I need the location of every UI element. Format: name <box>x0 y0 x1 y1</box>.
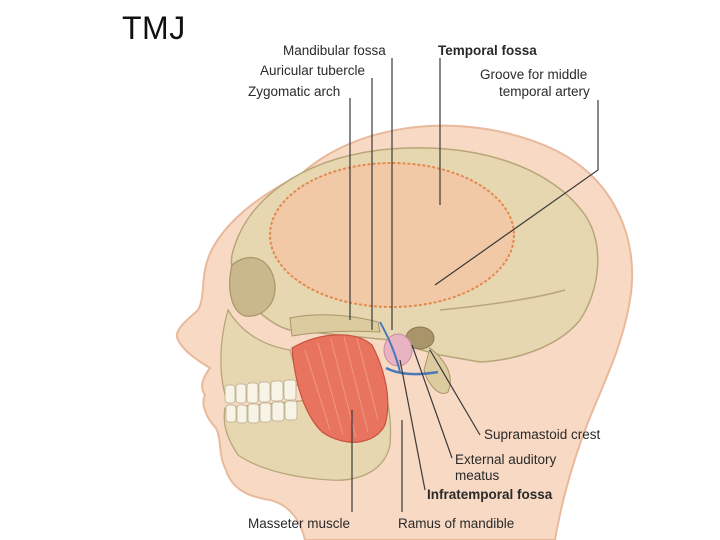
label-masseter-muscle: Masseter muscle <box>248 516 350 531</box>
label-groove-line1: Groove for middle <box>480 67 587 82</box>
orbit <box>230 258 275 317</box>
label-auricular-tubercle: Auricular tubercle <box>260 63 365 78</box>
label-ramus-of-mandible: Ramus of mandible <box>398 516 514 531</box>
label-eam-line1: External auditory <box>455 452 557 467</box>
label-zygomatic-arch: Zygomatic arch <box>248 84 340 99</box>
label-infratemporal-fossa: Infratemporal fossa <box>427 487 553 502</box>
label-groove-line2: temporal artery <box>499 84 590 99</box>
label-temporal-fossa: Temporal fossa <box>438 43 537 58</box>
label-eam-line2: meatus <box>455 468 500 483</box>
label-mandibular-fossa: Mandibular fossa <box>283 43 386 58</box>
label-supramastoid-crest: Supramastoid crest <box>484 427 601 442</box>
